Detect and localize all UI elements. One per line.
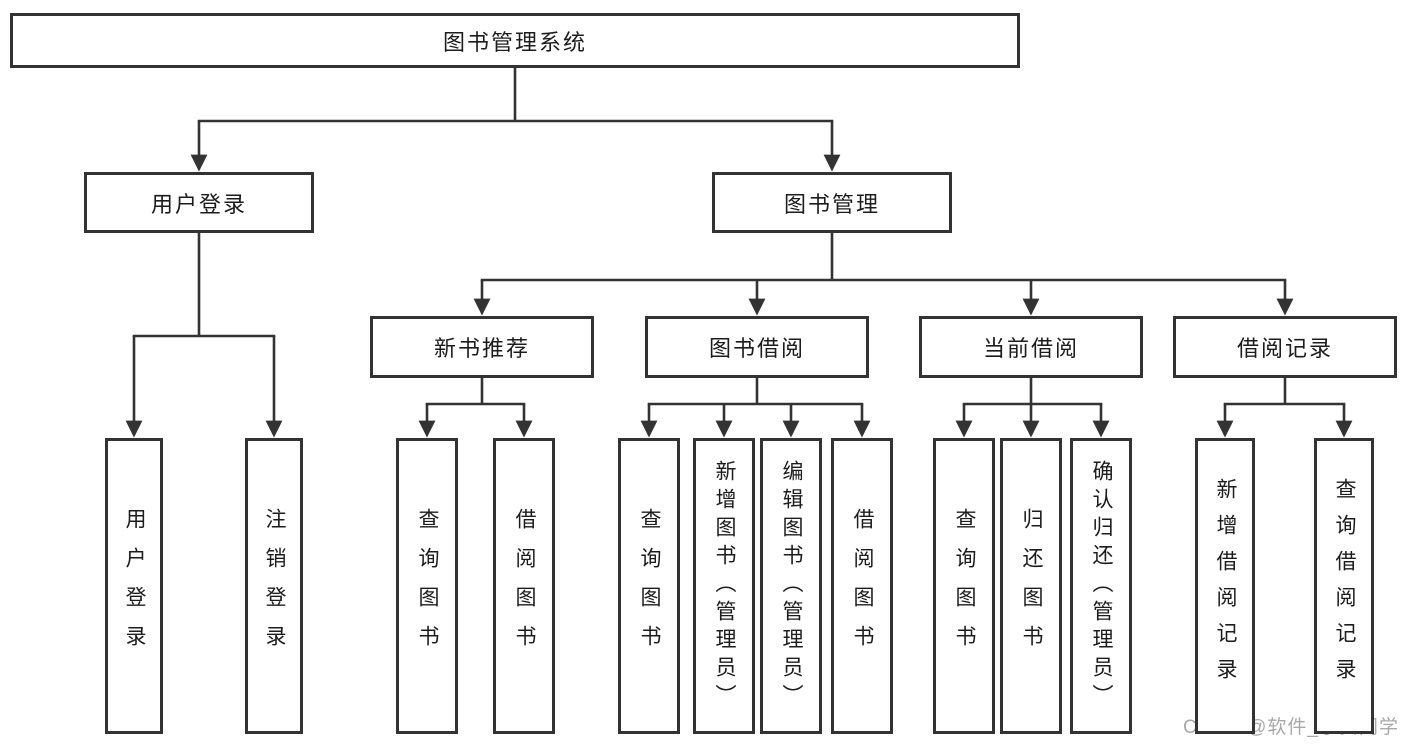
node-label: 查询借阅记录 — [1333, 478, 1356, 694]
node-book-mgmt: 图书管理 — [712, 172, 952, 233]
node-leaf-add-book: 新增图书（管理员） — [693, 438, 755, 734]
node-user-login: 用户登录 — [84, 172, 314, 233]
node-leaf-add-record: 新增借阅记录 — [1195, 438, 1255, 734]
node-label: 归还图书 — [1020, 508, 1043, 664]
node-label: 新增借阅记录 — [1214, 478, 1237, 694]
node-leaf-query-record: 查询借阅记录 — [1314, 438, 1374, 734]
node-leaf-borrow-book-2: 借阅图书 — [831, 438, 893, 734]
node-label: 借阅图书 — [851, 508, 874, 664]
node-leaf-confirm-return: 确认归还（管理员） — [1070, 438, 1132, 734]
node-label: 编辑图书（管理员） — [780, 460, 803, 712]
node-label: 新书推荐 — [433, 336, 530, 361]
node-label: 借阅图书 — [513, 508, 536, 664]
node-label: 查询图书 — [416, 508, 439, 664]
node-current-borrow: 当前借阅 — [919, 316, 1143, 378]
node-new-rec: 新书推荐 — [370, 316, 594, 378]
node-label: 确认归还（管理员） — [1090, 460, 1113, 712]
node-label: 用户登录 — [150, 191, 247, 217]
node-leaf-logout: 注销登录 — [245, 438, 303, 734]
node-leaf-return-book: 归还图书 — [1000, 438, 1062, 734]
node-borrow-records: 借阅记录 — [1173, 316, 1397, 378]
node-leaf-user-login: 用户登录 — [105, 438, 163, 734]
node-label: 查询图书 — [953, 508, 976, 664]
node-leaf-edit-book: 编辑图书（管理员） — [760, 438, 822, 734]
node-label: 图书管理系统 — [442, 29, 587, 55]
node-leaf-query-book-2: 查询图书 — [618, 438, 680, 734]
node-leaf-borrow-book-1: 借阅图书 — [493, 438, 555, 734]
node-root: 图书管理系统 — [10, 13, 1020, 68]
node-label: 当前借阅 — [982, 336, 1079, 361]
node-label: 新增图书（管理员） — [713, 460, 736, 712]
node-label: 用户登录 — [123, 508, 146, 664]
node-label: 图书管理 — [783, 191, 880, 217]
node-leaf-query-book-1: 查询图书 — [396, 438, 458, 734]
node-leaf-query-book-3: 查询图书 — [933, 438, 995, 734]
node-label: 借阅记录 — [1236, 336, 1333, 361]
node-label: 注销登录 — [263, 508, 286, 664]
node-label: 查询图书 — [638, 508, 661, 664]
node-book-borrow: 图书借阅 — [645, 316, 869, 378]
node-label: 图书借阅 — [708, 336, 805, 361]
